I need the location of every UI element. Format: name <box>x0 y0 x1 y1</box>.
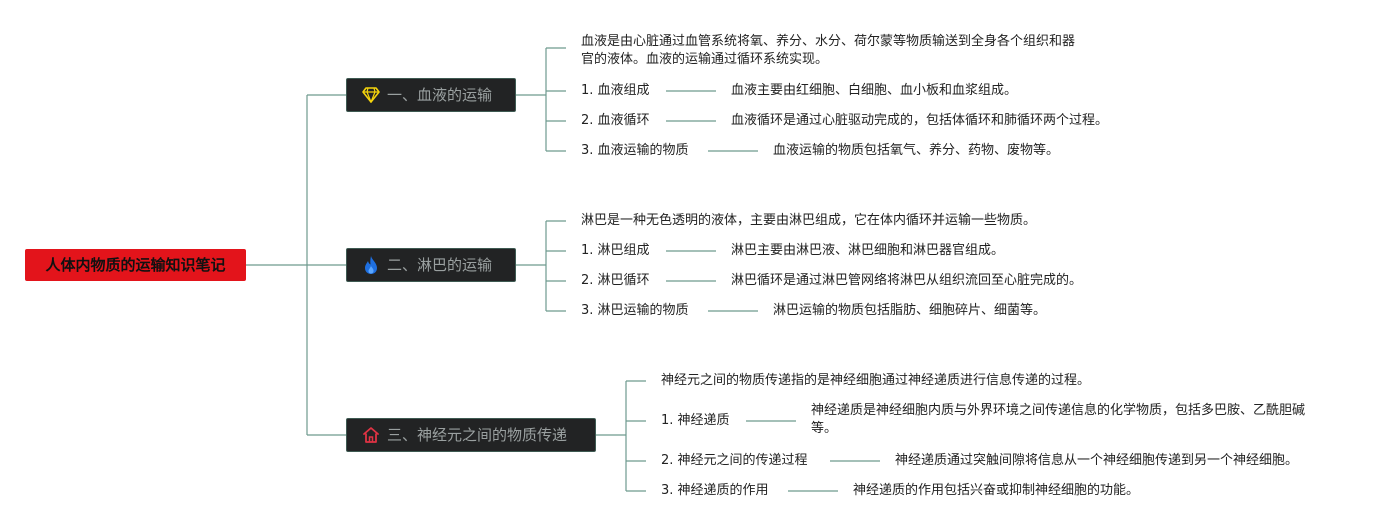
item-detail: 神经递质是神经细胞内质与外界环境之间传递信息的化学物质，包括多巴胺、乙酰胆碱等。 <box>811 403 1306 436</box>
branch-neuron-transmission[interactable]: 三、神经元之间的物质传递 <box>346 418 596 452</box>
item-label[interactable]: 3. 神经递质的作用 <box>661 483 769 498</box>
item-detail: 血液运输的物质包括氧气、养分、药物、废物等。 <box>773 143 1060 158</box>
branch-intro: 神经元之间的物质传递指的是神经细胞通过神经递质进行信息传递的过程。 <box>661 373 1091 388</box>
branch-label: 一、血液的运输 <box>387 86 493 104</box>
branch-lymph-transport[interactable]: 二、淋巴的运输 <box>346 248 516 282</box>
item-detail: 淋巴运输的物质包括脂肪、细胞碎片、细菌等。 <box>773 303 1047 318</box>
branch-intro: 淋巴是一种无色透明的液体，主要由淋巴组成，它在体内循环并运输一些物质。 <box>581 213 1037 228</box>
flame-icon <box>361 255 381 275</box>
item-detail: 血液主要由红细胞、白细胞、血小板和血浆组成。 <box>731 83 1018 98</box>
item-detail: 淋巴主要由淋巴液、淋巴细胞和淋巴器官组成。 <box>731 243 1005 258</box>
item-label[interactable]: 3. 血液运输的物质 <box>581 143 689 158</box>
item-label[interactable]: 1. 血液组成 <box>581 83 650 98</box>
item-detail: 淋巴循环是通过淋巴管网络将淋巴从组织流回至心脏完成的。 <box>731 273 1083 288</box>
item-label[interactable]: 2. 血液循环 <box>581 113 650 128</box>
item-label[interactable]: 1. 神经递质 <box>661 413 730 428</box>
branch-label: 二、淋巴的运输 <box>387 256 493 274</box>
root-topic[interactable]: 人体内物质的运输知识笔记 <box>25 249 246 281</box>
item-detail: 神经递质的作用包括兴奋或抑制神经细胞的功能。 <box>853 483 1140 498</box>
item-detail: 神经递质通过突触间隙将信息从一个神经细胞传递到另一个神经细胞。 <box>895 453 1299 468</box>
item-detail: 血液循环是通过心脏驱动完成的，包括体循环和肺循环两个过程。 <box>731 113 1109 128</box>
item-label[interactable]: 2. 神经元之间的传递过程 <box>661 453 808 468</box>
item-label[interactable]: 3. 淋巴运输的物质 <box>581 303 689 318</box>
branch-label: 三、神经元之间的物质传递 <box>387 426 568 444</box>
diamond-icon <box>361 85 381 105</box>
item-label[interactable]: 2. 淋巴循环 <box>581 273 650 288</box>
house-icon <box>361 425 381 445</box>
item-label[interactable]: 1. 淋巴组成 <box>581 243 650 258</box>
branch-blood-transport[interactable]: 一、血液的运输 <box>346 78 516 112</box>
branch-intro: 血液是由心脏通过血管系统将氧、养分、水分、荷尔蒙等物质输送到全身各个组织和器官的… <box>581 34 1076 67</box>
